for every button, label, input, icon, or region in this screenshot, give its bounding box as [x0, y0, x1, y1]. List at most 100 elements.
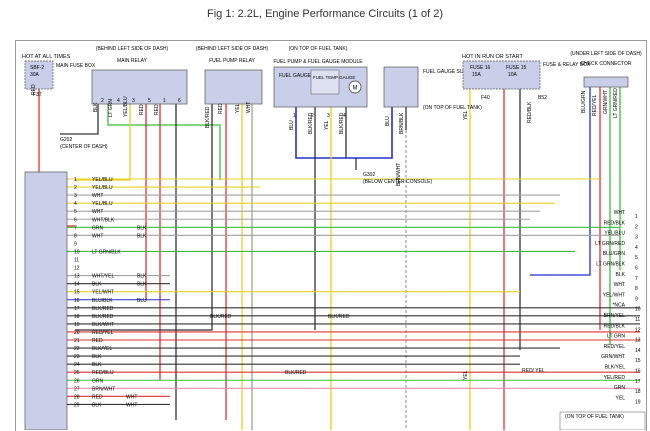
left-pin-color-16: BLU/BLK	[92, 298, 113, 304]
left-pin-color-13: WHT/YEL	[92, 274, 114, 280]
right-pin-color-7: BLK	[616, 272, 626, 278]
left-pin-27: 27	[74, 386, 80, 392]
left-pin-color-27: BRN/WHT	[92, 386, 115, 392]
wire-ltgrn	[107, 104, 221, 180]
right-pin-18: 18	[635, 389, 641, 395]
inline-label-blk_8: BLK	[137, 233, 147, 239]
right-pin-7: 7	[635, 276, 638, 282]
inline-label-blk_13: BLK	[137, 274, 147, 280]
left-pin-28: 28	[74, 394, 80, 400]
bottom-module-box	[559, 411, 646, 430]
wire-yelblu	[75, 104, 131, 181]
right-pin-color-9: YEL/WHT	[603, 292, 625, 298]
top-wire-label-21: GRN/WHT	[603, 90, 609, 114]
top-wire-label-20: RED/YEL	[592, 94, 598, 116]
top-wire-label-17: YEL	[463, 110, 469, 120]
right-pin-16: 16	[635, 369, 641, 375]
fuel-gauge-label: FUEL GAUGE	[279, 73, 312, 79]
right-pin-color-11: BRN/YEL	[604, 313, 626, 319]
bottom-module-location: (ON TOP OF FUEL TANK)	[565, 414, 624, 420]
module-pin-4: 4	[343, 113, 346, 119]
g202-location: (CENTER OF DASH)	[60, 144, 108, 150]
right-pin-9: 9	[635, 296, 638, 302]
left-pin-color-4: YEL/BLU	[92, 201, 113, 207]
left-pin-14: 14	[74, 282, 80, 288]
main-relay-body	[91, 69, 188, 105]
top-wire-label-13: BLK/RED	[339, 112, 345, 134]
right-pin-5: 5	[635, 255, 638, 261]
right-pin-4: 4	[635, 245, 638, 251]
wire-blu-mod	[295, 107, 356, 159]
left-pin-21: 21	[74, 338, 80, 344]
top-wire-label-9: WHT	[246, 102, 252, 113]
main-relay-pin-4: 4	[117, 98, 120, 104]
inline-label-blkred_lower: BLK/RED	[285, 370, 307, 376]
top-wire-label-19: BLU/GRN	[581, 90, 587, 113]
top-wire-label-5: RED	[154, 104, 160, 115]
fuse-sbf2-rating: 30A	[30, 72, 40, 78]
check-connector-location: (UNDER LEFT SIDE OF DASH)	[570, 51, 642, 57]
fuel-temp-gauge-box	[310, 69, 340, 95]
right-pin-color-10: *NCA	[612, 303, 625, 309]
left-pin-13: 13	[74, 274, 80, 280]
main-fuse-box-body	[24, 60, 54, 90]
fuse-relay-box-body	[462, 60, 541, 90]
left-pin-29: 29	[74, 402, 80, 408]
right-pin-10: 10	[635, 307, 641, 313]
main-relay: (BEHIND LEFT SIDE OF DASH) MAIN RELAY	[91, 46, 188, 105]
top-wire-label-2: LT GRN	[108, 99, 114, 117]
fuel-pump-module: (ON TOP OF FUEL TANK) FUEL PUMP & FUEL G…	[273, 46, 368, 108]
left-pin-color-26: GRN	[92, 378, 104, 384]
left-pin-16: 16	[74, 298, 80, 304]
fuel-pump-module-label: FUEL PUMP & FUEL GAUGE MODULE	[273, 59, 363, 65]
fuel-pump-relay-label: FUEL PUMP RELAY	[209, 58, 255, 64]
fuse15-label: FUSE 15	[506, 65, 527, 71]
module-pin-1: 1	[293, 113, 296, 119]
left-pin-color-25: RED/BLU	[92, 370, 114, 376]
left-pin-color-5: WHT	[92, 209, 103, 215]
right-pin-color-5: BLU/GRN	[603, 251, 626, 257]
left-pin-color-23: BLK	[92, 354, 102, 360]
left-pin-4: 4	[74, 201, 77, 207]
top-wire-label-12: YEL	[324, 120, 330, 130]
inline-label-redyel-vert: RED/ YEL	[522, 368, 545, 374]
top-wire-label-18: RED/BLK	[527, 101, 533, 123]
top-wire-label-4: RED	[139, 104, 145, 115]
left-pin-12: 12	[74, 266, 80, 272]
left-pin-color-17: BLK/RED	[92, 306, 114, 312]
left-pin-18: 18	[74, 314, 80, 320]
left-pin-color-24: BLK	[92, 362, 102, 368]
terminal-b52: B52	[538, 95, 547, 101]
right-pin-3: 3	[635, 235, 638, 241]
right-pin-14: 14	[635, 348, 641, 354]
right-pin-color-19: YEL	[616, 395, 626, 401]
top-wire-label-6: BLK/RED	[205, 106, 211, 128]
hot-in-run-label: HOT IN RUN OR START	[462, 54, 523, 60]
left-pin-color-1: YEL/BLU	[92, 177, 113, 183]
left-pin-7: 7	[74, 225, 77, 231]
motor-label: M	[353, 86, 358, 92]
inline-label-blk_14: BLK	[137, 282, 147, 288]
right-pin-8: 8	[635, 286, 638, 292]
g302-location: (BELOW CENTER CONSOLE)	[363, 179, 433, 185]
fuel-pump-relay: (BEHIND LEFT SIDE OF DASH) FUEL PUMP REL…	[196, 46, 269, 105]
fuel-pump-relay-location: (BEHIND LEFT SIDE OF DASH)	[196, 46, 269, 52]
fuse16-rating: 15A	[472, 72, 482, 78]
top-wire-label-0: RED	[31, 84, 37, 95]
module-pin-2: 2	[311, 113, 314, 119]
wire-blk-ground	[60, 104, 99, 135]
left-pin-9: 9	[74, 241, 77, 247]
g202-label: G202	[60, 137, 72, 143]
top-wire-label-1: BLK	[93, 102, 99, 112]
left-pin-2: 2	[74, 185, 77, 191]
sub-module-location: (ON TOP OF FUEL TANK)	[423, 105, 482, 111]
right-pin-color-1: WHT	[614, 210, 625, 216]
right-pin-color-15: GRN/WHT	[601, 354, 625, 360]
top-wire-label-22: LT GRN/RED	[613, 88, 619, 118]
wire-blu-sub	[356, 107, 393, 159]
main-relay-pin-6: 6	[178, 98, 181, 104]
right-pin-11: 11	[635, 317, 640, 323]
left-pin-24: 24	[74, 362, 80, 368]
right-pin-color-17: YEL/RED	[604, 375, 626, 381]
